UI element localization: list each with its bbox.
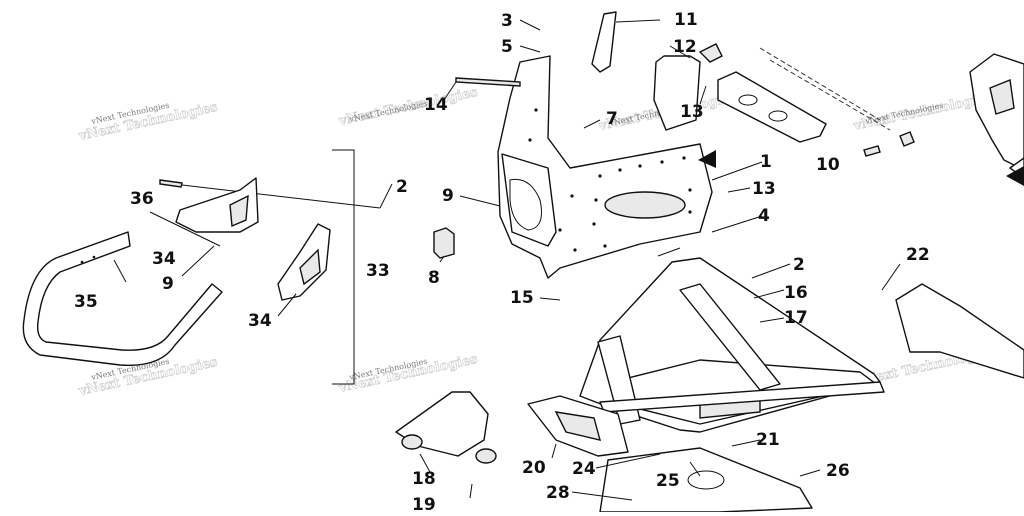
right-upper-assembly <box>969 53 1024 179</box>
callout-9-top: 9 <box>442 186 454 206</box>
leader-lines <box>113 19 901 501</box>
callout-16: 16 <box>784 283 808 303</box>
callout-19: 19 <box>412 495 436 512</box>
callout-10: 10 <box>816 155 840 175</box>
callout-1: 1 <box>760 152 772 172</box>
nose-pan-part <box>433 55 713 279</box>
callout-13: 13 <box>752 179 776 199</box>
callout-4: 5 <box>501 37 513 57</box>
arrow-indicator <box>698 150 716 168</box>
callout-34: 34 <box>248 311 272 331</box>
callout-34-left: 34 <box>152 249 176 269</box>
callout-18: 18 <box>412 469 436 489</box>
callout-33: 33 <box>366 261 390 281</box>
bumper-part <box>22 179 381 367</box>
callout-26: 26 <box>826 461 850 481</box>
bracket-parts <box>149 149 355 385</box>
arrow-indicator <box>1006 166 1024 186</box>
callouts: 3 5 11 12 13 7 14 10 1 13 4 9 8 15 2 16 … <box>74 10 930 515</box>
bumper-holes <box>80 255 96 264</box>
callout-11: 11 <box>674 10 698 30</box>
callout-28: 28 <box>546 483 570 503</box>
callout-5: 4 <box>758 206 770 226</box>
callout-24: 24 <box>572 459 596 479</box>
main-frame-part <box>395 257 1024 513</box>
callout-20: 20 <box>522 458 546 478</box>
callout-2-right: 2 <box>793 255 805 275</box>
callout-35: 35 <box>74 292 98 312</box>
callout-17: 17 <box>784 308 808 328</box>
callout-13-top: 13 <box>680 102 704 122</box>
callout-8: 8 <box>428 268 440 288</box>
callout-12: 12 <box>673 37 697 57</box>
callout-21: 21 <box>756 430 780 450</box>
callout-36: 36 <box>130 189 154 209</box>
nose-pan-rivets <box>528 108 692 252</box>
callout-14: 14 <box>424 95 448 115</box>
callout-7: 7 <box>606 109 618 129</box>
callout-3: 3 <box>501 11 513 31</box>
callout-25: 25 <box>656 471 680 491</box>
direction-arrows <box>698 150 1024 186</box>
callout-2: 2 <box>396 177 408 197</box>
top-parts <box>591 11 915 157</box>
callout-15: 15 <box>510 288 534 308</box>
callout-9: 9 <box>162 274 174 294</box>
callout-22: 22 <box>906 245 930 265</box>
